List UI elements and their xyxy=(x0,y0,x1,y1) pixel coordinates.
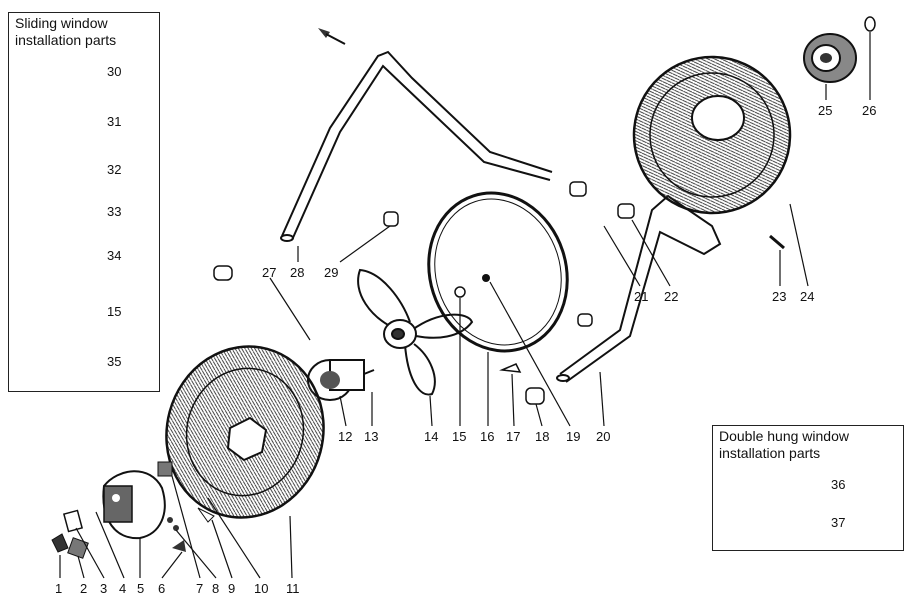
control-knob-part xyxy=(51,533,69,553)
legend-title-line1: Double hung window xyxy=(719,428,849,444)
callout-22: 22 xyxy=(664,289,679,304)
callout-24: 24 xyxy=(800,289,815,304)
legend-number: 33 xyxy=(107,204,122,219)
rear-knob-part xyxy=(803,33,857,83)
callout-19: 19 xyxy=(566,429,581,444)
callout-4: 4 xyxy=(119,581,127,596)
callout-18: 18 xyxy=(535,429,550,444)
callout-28: 28 xyxy=(290,265,305,280)
callout-3: 3 xyxy=(100,581,108,596)
legend-title-line2: installation parts xyxy=(15,32,117,48)
legend-row-36: 36 xyxy=(713,470,903,500)
callout-21: 21 xyxy=(634,289,649,304)
callout-27: 27 xyxy=(262,265,277,280)
callout-13: 13 xyxy=(364,429,379,444)
legend-number: 36 xyxy=(831,477,846,492)
legend-title-line1: Sliding window xyxy=(15,15,108,31)
control-housing xyxy=(102,470,166,540)
motor-part xyxy=(307,359,375,401)
callout-2: 2 xyxy=(80,581,88,596)
callout-16: 16 xyxy=(480,429,495,444)
legend-number: 37 xyxy=(831,515,846,530)
washer-part xyxy=(62,509,89,559)
legend-title: Sliding window installation parts xyxy=(15,15,116,49)
legend-number: 31 xyxy=(107,114,122,129)
rear-grill xyxy=(632,55,792,215)
wing-screw-part xyxy=(318,28,346,45)
legend-row-35: 35 xyxy=(9,347,159,377)
callout-17: 17 xyxy=(506,429,521,444)
callout-11: 11 xyxy=(286,581,300,596)
callout-9: 9 xyxy=(228,581,236,596)
front-grill xyxy=(165,345,325,519)
callout-29: 29 xyxy=(324,265,339,280)
legend-row-34: 34 xyxy=(9,241,159,271)
upper-tube-frame xyxy=(280,50,553,242)
callout-10: 10 xyxy=(254,581,269,596)
callout-23: 23 xyxy=(772,289,787,304)
callout-8: 8 xyxy=(212,581,220,596)
legend-number: 30 xyxy=(107,64,122,79)
callout-26: 26 xyxy=(862,103,877,118)
legend-title: Double hung window installation parts xyxy=(719,428,849,462)
sliding-window-legend: Sliding window installation parts 30 31 … xyxy=(8,12,160,392)
right-tube-frame xyxy=(556,194,722,383)
double-hung-legend: Double hung window installation parts 36… xyxy=(712,425,904,551)
legend-number: 35 xyxy=(107,354,122,369)
callout-5: 5 xyxy=(137,581,145,596)
o-ring-part xyxy=(864,16,876,32)
callout-7: 7 xyxy=(196,581,204,596)
housing-ring xyxy=(427,191,569,353)
leader-lines xyxy=(59,32,871,579)
legend-row-37: 37 xyxy=(713,508,903,538)
legend-row-33: 33 xyxy=(9,197,159,227)
callout-25: 25 xyxy=(818,103,833,118)
power-cord-part xyxy=(172,540,186,552)
legend-row-30: 30 xyxy=(9,57,159,87)
legend-number: 34 xyxy=(107,248,122,263)
fastener-parts xyxy=(213,181,785,405)
callout-20: 20 xyxy=(596,429,611,444)
callout-1: 1 xyxy=(55,581,63,596)
callout-15: 15 xyxy=(452,429,467,444)
legend-number: 32 xyxy=(107,162,122,177)
callout-14: 14 xyxy=(424,429,439,444)
fan-blade xyxy=(357,268,474,396)
switch-part xyxy=(157,461,215,531)
legend-row-15: 15 xyxy=(9,297,159,327)
legend-number: 15 xyxy=(107,304,122,319)
callout-6: 6 xyxy=(158,581,166,596)
legend-row-31: 31 xyxy=(9,107,159,137)
legend-row-32: 32 xyxy=(9,155,159,185)
callout-12: 12 xyxy=(338,429,353,444)
legend-title-line2: installation parts xyxy=(719,445,821,461)
